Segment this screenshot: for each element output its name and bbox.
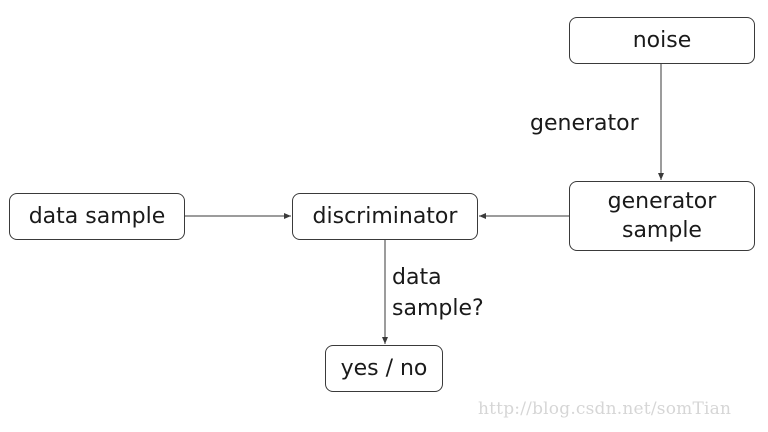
node-data-sample: data sample bbox=[9, 193, 185, 240]
watermark-url: http://blog.csdn.net/somTian bbox=[478, 399, 732, 419]
node-yes-no-label: yes / no bbox=[340, 356, 428, 381]
edge-label-data-sample-question: data sample? bbox=[392, 265, 484, 321]
node-yes-no: yes / no bbox=[325, 345, 443, 392]
node-generator-sample-label: generator sample bbox=[607, 189, 717, 243]
node-noise-label: noise bbox=[632, 28, 692, 53]
node-noise: noise bbox=[569, 17, 755, 64]
node-discriminator-label: discriminator bbox=[312, 204, 458, 229]
edge-label-generator: generator bbox=[530, 111, 639, 136]
node-generator-sample: generator sample bbox=[569, 181, 755, 251]
node-data-sample-label: data sample bbox=[28, 204, 166, 229]
node-discriminator: discriminator bbox=[292, 193, 478, 240]
